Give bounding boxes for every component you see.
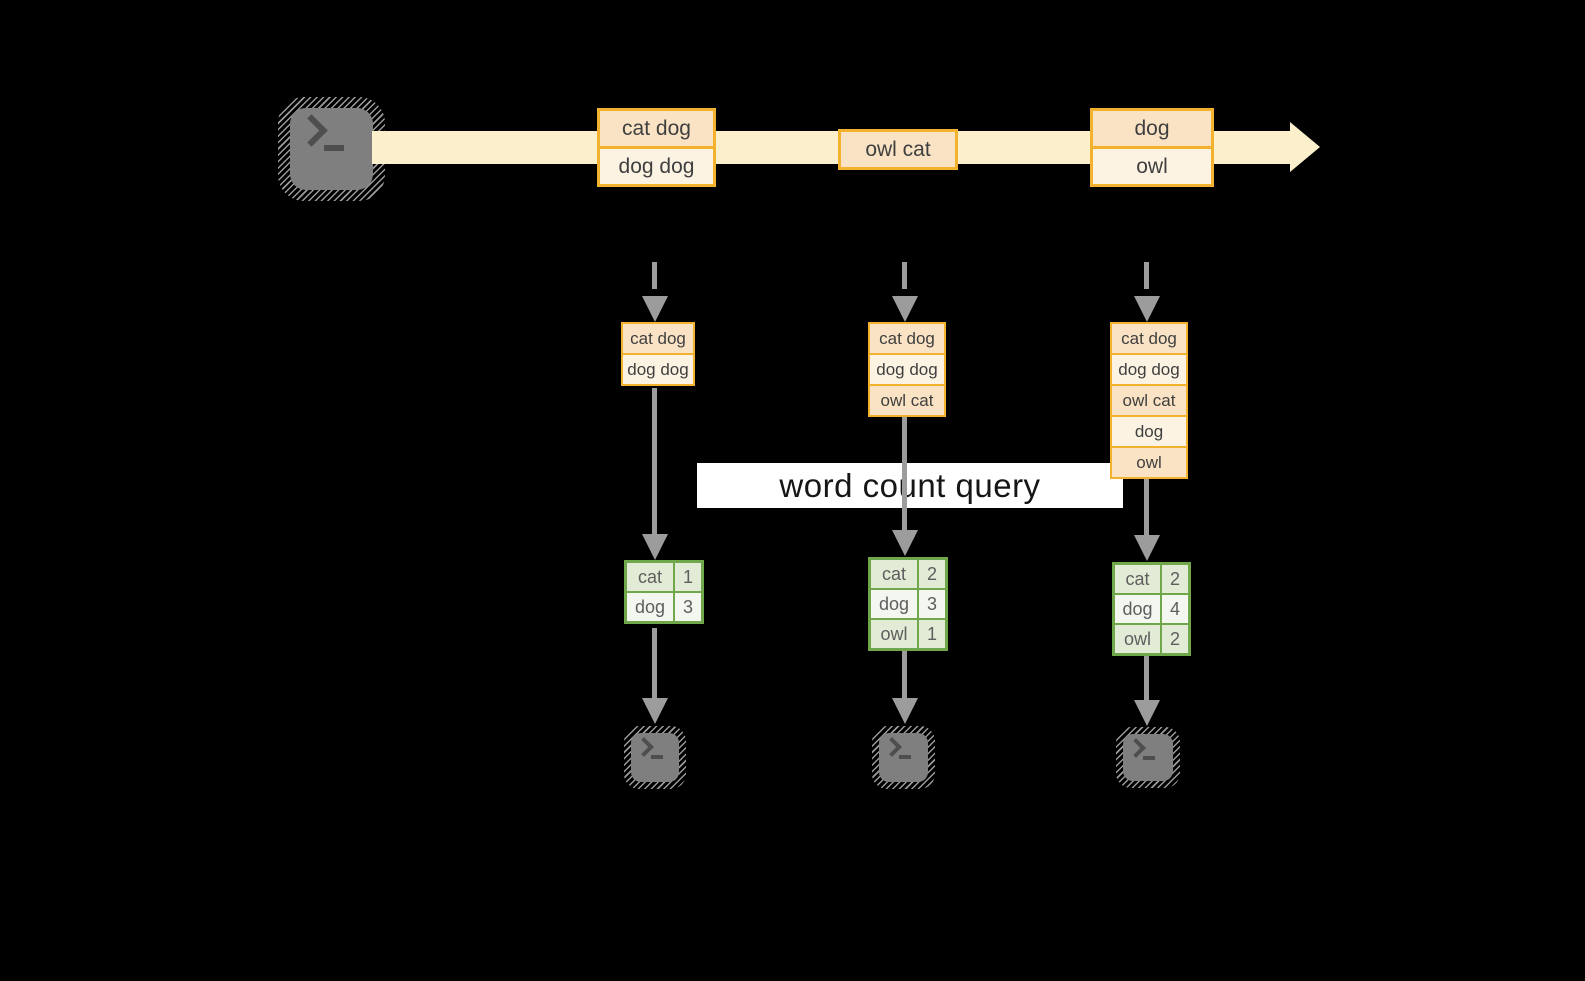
dashed-arrowhead-icon xyxy=(892,296,918,322)
count-value-cell: 3 xyxy=(675,593,701,621)
count-word-cell: cat xyxy=(627,563,673,591)
prompt-chevron-icon xyxy=(882,737,902,757)
count-value-cell: 1 xyxy=(675,563,701,591)
prompt-chevron-icon xyxy=(634,737,654,757)
stream-batch-2: owl cat xyxy=(838,129,958,170)
query-label: word count query xyxy=(779,466,1041,504)
count-word-cell: dog xyxy=(1115,595,1160,623)
prompt-underscore-icon xyxy=(1143,756,1155,760)
count-word-cell: cat xyxy=(1115,565,1160,593)
count-word-cell: owl xyxy=(871,620,917,648)
input-record: dog dog xyxy=(1112,355,1186,384)
arrow-line xyxy=(1144,479,1149,535)
batch-record: cat dog xyxy=(600,111,713,146)
input-record: cat dog xyxy=(870,324,944,353)
prompt-chevron-icon xyxy=(1126,738,1146,758)
input-record: dog xyxy=(1112,417,1186,446)
input-record: cat dog xyxy=(623,324,693,353)
arrowhead-icon xyxy=(642,698,668,724)
terminal-screen xyxy=(1123,734,1173,781)
arrowhead-icon xyxy=(642,534,668,560)
count-word-cell: cat xyxy=(871,560,917,588)
arrowhead-icon xyxy=(1134,700,1160,726)
count-value-cell: 2 xyxy=(1162,625,1188,653)
sink-terminal-icon xyxy=(624,726,686,789)
dashed-arrowhead-icon xyxy=(642,296,668,322)
input-record: cat dog xyxy=(1112,324,1186,353)
batch-record: dog xyxy=(1093,111,1211,146)
input-record: dog dog xyxy=(623,355,693,384)
arrowhead-icon xyxy=(892,698,918,724)
count-value-cell: 2 xyxy=(919,560,945,588)
dashed-arrow-line xyxy=(1144,262,1149,289)
sink-terminal-icon xyxy=(1116,727,1180,788)
count-word-cell: dog xyxy=(627,593,673,621)
input-record: owl xyxy=(1112,448,1186,477)
count-word-cell: dog xyxy=(871,590,917,618)
terminal-screen xyxy=(290,108,373,190)
arrow-line xyxy=(1144,656,1149,700)
arrow-line xyxy=(652,388,657,534)
dashed-arrow-line xyxy=(652,262,657,289)
arrow-line xyxy=(902,417,907,530)
prompt-underscore-icon xyxy=(899,755,911,759)
count-value-cell: 2 xyxy=(1162,565,1188,593)
prompt-underscore-icon xyxy=(324,145,344,151)
batch-record: owl xyxy=(1093,149,1211,184)
input-record: owl cat xyxy=(870,386,944,415)
sink-terminal-icon xyxy=(872,726,935,789)
count-value-cell: 1 xyxy=(919,620,945,648)
arrowhead-icon xyxy=(892,530,918,556)
prompt-underscore-icon xyxy=(651,755,663,759)
input-record: owl cat xyxy=(1112,386,1186,415)
arrowhead-icon xyxy=(1134,535,1160,561)
terminal-screen xyxy=(631,733,679,782)
batch-record: dog dog xyxy=(600,149,713,184)
count-value-cell: 4 xyxy=(1162,595,1188,623)
stream-timeline-arrowhead-icon xyxy=(1290,122,1320,172)
count-value-cell: 3 xyxy=(919,590,945,618)
arrow-line xyxy=(902,651,907,698)
count-word-cell: owl xyxy=(1115,625,1160,653)
dashed-arrow-line xyxy=(902,262,907,289)
source-terminal-icon xyxy=(278,97,385,201)
query-label-band: word count query xyxy=(697,463,1123,508)
input-record: dog dog xyxy=(870,355,944,384)
dashed-arrowhead-icon xyxy=(1134,296,1160,322)
batch-record: owl cat xyxy=(841,132,955,167)
terminal-screen xyxy=(879,733,928,782)
arrow-line xyxy=(652,628,657,698)
prompt-chevron-icon xyxy=(295,114,328,147)
